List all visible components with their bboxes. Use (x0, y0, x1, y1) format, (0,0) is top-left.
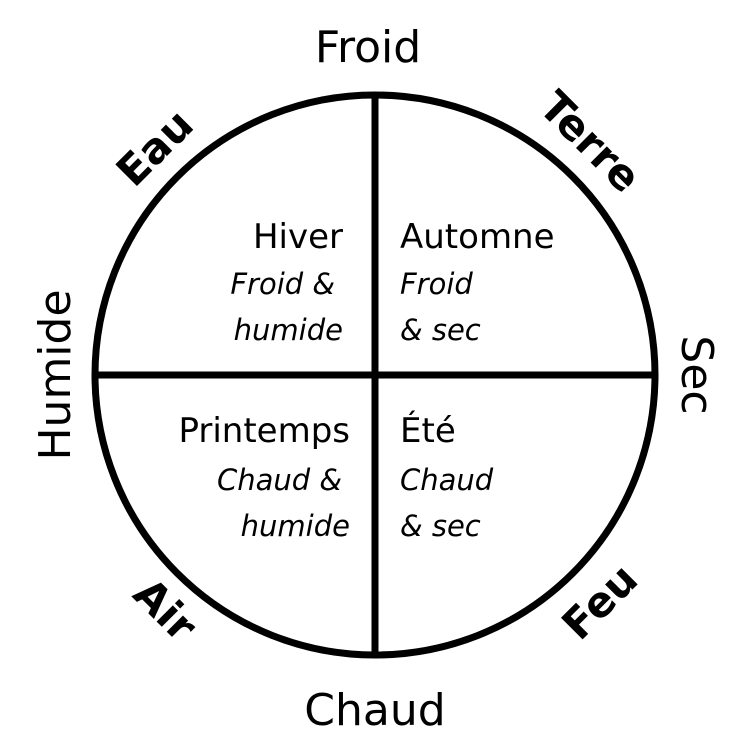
season-name: Hiver (253, 217, 343, 257)
element-top-right: Terre (530, 81, 651, 202)
season-bottom-left: Printemps Chaud & humide (178, 411, 350, 543)
quality-bottom: Chaud (304, 685, 445, 736)
season-desc-line1: Chaud (400, 463, 494, 497)
season-top-right: Automne Froid & sec (400, 217, 555, 347)
season-desc-line2: & sec (400, 313, 481, 347)
element-top-left: Eau (107, 100, 203, 196)
element-bottom-left: Air (124, 569, 207, 652)
element-bottom-right: Feu (552, 554, 647, 649)
season-desc-line2: humide (234, 313, 343, 347)
quality-left: Humide (30, 289, 81, 460)
season-name: Automne (400, 217, 555, 257)
season-desc-line2: & sec (400, 509, 481, 543)
season-name: Été (400, 410, 456, 451)
season-desc-line1: Chaud & (217, 463, 342, 497)
season-name: Printemps (178, 411, 350, 451)
season-bottom-right: Été Chaud & sec (400, 410, 494, 543)
season-desc-line2: humide (241, 509, 350, 543)
quality-top: Froid (315, 22, 421, 73)
season-top-left: Hiver Froid & humide (230, 217, 343, 347)
season-desc-line1: Froid (400, 267, 473, 301)
quality-right: Sec (671, 335, 722, 414)
season-desc-line1: Froid & (230, 267, 335, 301)
